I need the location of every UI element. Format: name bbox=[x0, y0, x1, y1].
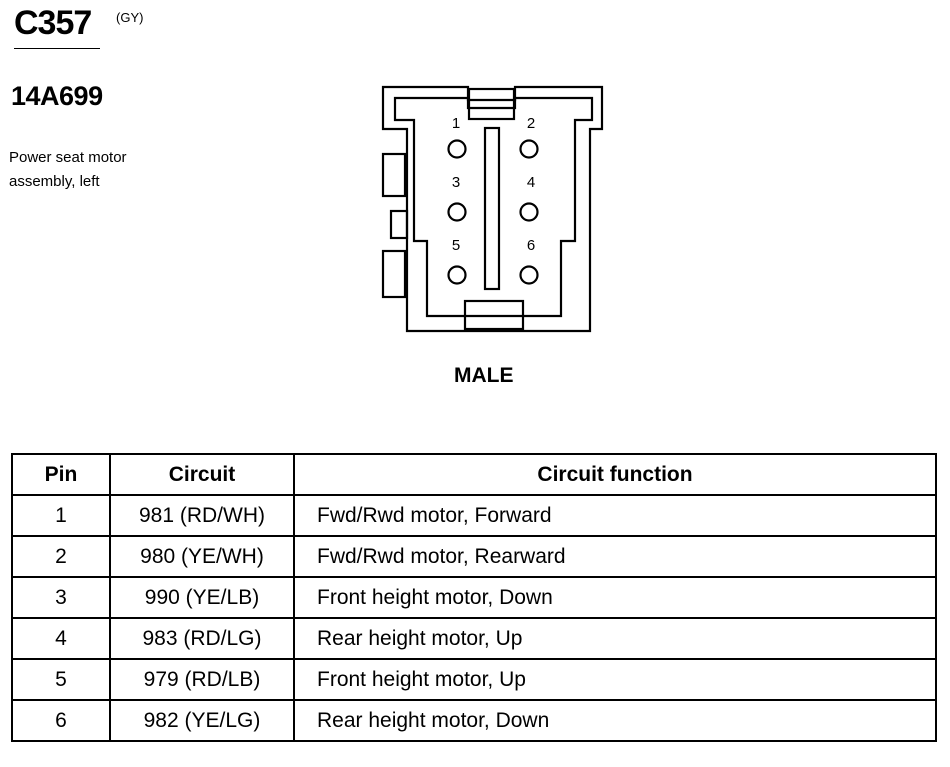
table-row: 1 981 (RD/WH) Fwd/Rwd motor, Forward bbox=[11, 494, 937, 537]
top-latch bbox=[467, 87, 516, 121]
description-line-2: assembly, left bbox=[9, 173, 100, 190]
pin-label: 1 bbox=[452, 115, 460, 132]
pin-cell: 5 bbox=[11, 658, 111, 701]
table-row: 5 979 (RD/LB) Front height motor, Up bbox=[11, 658, 937, 701]
pin-socket bbox=[447, 202, 467, 222]
pin-cell: 1 bbox=[11, 494, 111, 537]
circuit-cell: 982 (YE/LG) bbox=[109, 699, 295, 742]
housing-outer-outline bbox=[381, 85, 604, 333]
function-cell: Rear height motor, Up bbox=[293, 617, 937, 660]
connector-face-diagram: 1 2 3 4 5 6 bbox=[381, 85, 604, 333]
part-number: 14A699 bbox=[11, 81, 103, 111]
left-tab-lower bbox=[381, 249, 407, 299]
pin-cell: 4 bbox=[11, 617, 111, 660]
function-cell: Rear height motor, Down bbox=[293, 699, 937, 742]
pin-socket bbox=[447, 265, 467, 285]
left-tab-upper bbox=[381, 152, 407, 198]
circuit-cell: 981 (RD/WH) bbox=[109, 494, 295, 537]
pin-socket bbox=[447, 139, 467, 159]
header-pin: Pin bbox=[11, 453, 111, 496]
function-cell: Front height motor, Up bbox=[293, 658, 937, 701]
pin-label: 3 bbox=[452, 174, 460, 191]
circuit-cell: 990 (YE/LB) bbox=[109, 576, 295, 619]
pinout-table: Pin Circuit Circuit function 1 981 (RD/W… bbox=[11, 453, 937, 742]
pin-cell: 2 bbox=[11, 535, 111, 578]
circuit-cell: 983 (RD/LG) bbox=[109, 617, 295, 660]
table-row: 6 982 (YE/LG) Rear height motor, Down bbox=[11, 699, 937, 742]
pin-socket bbox=[519, 139, 539, 159]
circuit-cell: 979 (RD/LB) bbox=[109, 658, 295, 701]
pin-cell: 3 bbox=[11, 576, 111, 619]
pin-label: 4 bbox=[527, 174, 535, 191]
left-tab-middle bbox=[389, 209, 409, 240]
header-circuit-function: Circuit function bbox=[293, 453, 937, 496]
function-cell: Fwd/Rwd motor, Rearward bbox=[293, 535, 937, 578]
connector-description: Power seat motor assembly, left bbox=[9, 146, 179, 194]
function-cell: Fwd/Rwd motor, Forward bbox=[293, 494, 937, 537]
connector-color-code: (GY) bbox=[116, 10, 144, 25]
pin-socket bbox=[519, 202, 539, 222]
housing-inner-outline bbox=[393, 96, 594, 318]
pin-cell: 6 bbox=[11, 699, 111, 742]
connector-id: C357 bbox=[14, 4, 92, 42]
title-underline bbox=[14, 48, 100, 49]
circuit-cell: 980 (YE/WH) bbox=[109, 535, 295, 578]
table-row: 3 990 (YE/LB) Front height motor, Down bbox=[11, 576, 937, 619]
pin-label: 5 bbox=[452, 237, 460, 254]
pin-label: 6 bbox=[527, 237, 535, 254]
pin-label: 2 bbox=[527, 115, 535, 132]
connector-gender: MALE bbox=[454, 364, 514, 387]
center-divider bbox=[483, 126, 501, 291]
pin-socket bbox=[519, 265, 539, 285]
table-row: 4 983 (RD/LG) Rear height motor, Up bbox=[11, 617, 937, 660]
bottom-latch bbox=[463, 299, 525, 331]
header-circuit: Circuit bbox=[109, 453, 295, 496]
description-line-1: Power seat motor bbox=[9, 149, 127, 166]
function-cell: Front height motor, Down bbox=[293, 576, 937, 619]
table-row: 2 980 (YE/WH) Fwd/Rwd motor, Rearward bbox=[11, 535, 937, 578]
table-header-row: Pin Circuit Circuit function bbox=[11, 453, 937, 496]
